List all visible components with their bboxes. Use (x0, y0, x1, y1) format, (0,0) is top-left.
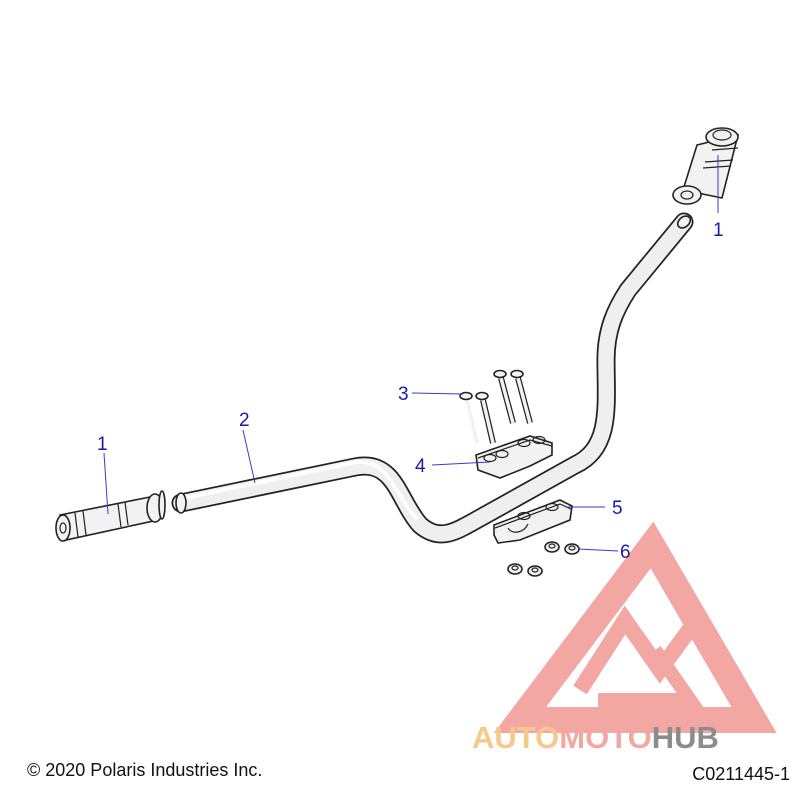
handlebar (171, 212, 694, 544)
leader-lines (103, 155, 719, 552)
bolt (493, 369, 516, 424)
nut (544, 541, 560, 553)
watermark-wordmark: AUTOMOTOHUB (472, 720, 719, 755)
nut (564, 543, 580, 555)
bolts (459, 369, 533, 444)
callout-2: 2 (239, 410, 250, 431)
callout-4: 4 (415, 456, 426, 477)
nut (507, 563, 523, 575)
callout-5: 5 (612, 498, 623, 519)
bolt (459, 391, 479, 444)
right-grip (672, 127, 740, 205)
lower-clamp (493, 499, 573, 544)
watermark-logo (493, 521, 777, 733)
nut (527, 565, 543, 577)
document-id: C0211445-1 (692, 764, 790, 784)
bolt (510, 369, 533, 424)
nuts (507, 541, 580, 577)
svg-text:AUTOMOTOHUB: AUTOMOTOHUB (472, 720, 719, 755)
callout-6: 6 (620, 542, 631, 563)
callout-1-right: 1 (713, 220, 724, 241)
watermark-moto: MOTO (559, 720, 651, 755)
upper-clamp (475, 435, 553, 479)
watermark-hub: HUB (652, 720, 719, 755)
callout-1-left: 1 (97, 434, 108, 455)
watermark-auto: AUTO (472, 720, 559, 755)
bolt (475, 391, 496, 444)
copyright-text: © 2020 Polaris Industries Inc. (27, 760, 263, 780)
callout-3: 3 (398, 384, 409, 405)
left-grip (55, 490, 166, 542)
